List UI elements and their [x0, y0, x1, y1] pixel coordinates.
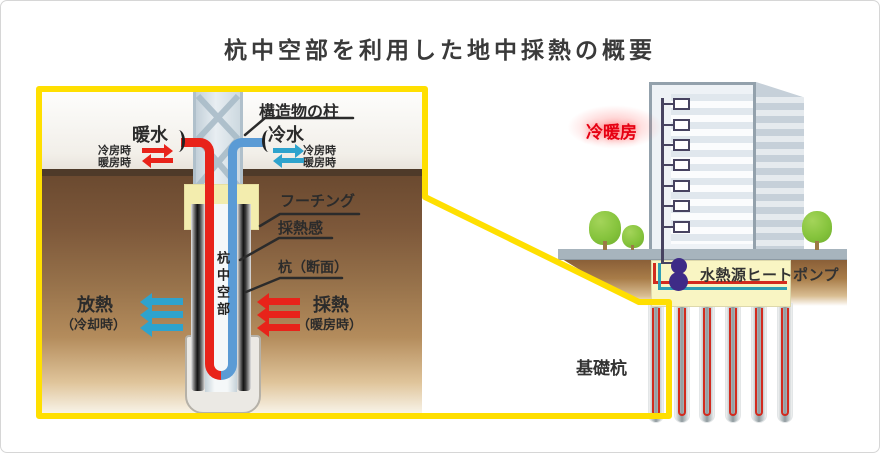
fan-coil-unit	[673, 221, 690, 233]
warm-pipe-bracket-icon	[172, 130, 185, 152]
warm-flow-arrow-left	[151, 158, 173, 163]
cold-flow-arrow-left	[282, 158, 304, 163]
branch-pipe	[663, 185, 673, 187]
foundation-pile	[725, 303, 741, 423]
branch-pipe	[663, 124, 673, 126]
warm-manifold-pipe	[653, 281, 787, 284]
heat-pump-icon	[671, 258, 687, 274]
foundation-pile	[648, 303, 664, 423]
tree-trunk-icon	[603, 241, 607, 250]
heat-release-arrow-2	[152, 311, 183, 318]
structure-column-label: 構造物の柱	[259, 102, 340, 121]
heat-release-arrow-3	[152, 324, 183, 331]
cold-flow-arrow-right	[273, 148, 295, 153]
pile-heat-pipe-icon	[781, 308, 789, 416]
heat-collection-pipe-label: 採熱感	[278, 219, 324, 237]
heat-pump-label: 水熱源ヒートポンプ	[700, 266, 840, 284]
heat-collect-mode: （暖房時）	[297, 318, 363, 333]
fan-coil-unit	[673, 119, 690, 131]
branch-pipe	[663, 164, 673, 166]
heat-collect-arrow-2	[269, 311, 300, 318]
pile-heat-pipe-icon	[729, 308, 737, 416]
tree-icon	[802, 211, 832, 243]
tree-trunk-icon	[631, 245, 634, 250]
pile-heat-pipe-icon	[703, 308, 711, 416]
cold-manifold-pipe	[658, 287, 787, 290]
pile-heat-pipe-icon	[652, 308, 660, 416]
warm-water-pipe	[181, 138, 214, 350]
heating-label-right: 暖房時	[303, 156, 336, 169]
branch-pipe	[663, 144, 673, 146]
heat-release-arrow-1	[152, 298, 183, 305]
foundation-pile	[751, 303, 767, 423]
heat-pump-icon	[669, 272, 688, 291]
warm-water-label: 暖水	[132, 125, 168, 146]
branch-pipe	[663, 205, 673, 207]
fan-coil-unit	[673, 180, 690, 192]
branch-pipe	[663, 103, 673, 105]
fan-coil-unit	[673, 159, 690, 171]
tree-icon	[589, 211, 621, 245]
branch-pipe	[663, 226, 673, 228]
building-side-windows	[756, 97, 804, 247]
foundation-pile-label: 基礎杭	[576, 359, 627, 379]
footing-label: フーチング	[280, 192, 356, 210]
foundation-pile	[674, 303, 690, 423]
pile-section-label: 杭（断面）	[278, 260, 348, 276]
ground-band	[558, 249, 847, 260]
page-title: 杭中空部を利用した地中採熱の概要	[224, 38, 656, 64]
heat-collect-arrow-3	[269, 324, 300, 331]
heating-label-left: 暖房時	[98, 156, 131, 169]
cold-feeder-pipe	[658, 263, 661, 289]
pile-heat-pipe-icon	[678, 308, 686, 416]
fan-coil-unit	[673, 200, 690, 212]
hvac-label: 冷暖房	[586, 123, 637, 143]
heat-collect-arrow-1	[269, 298, 300, 305]
foundation-pile	[777, 303, 793, 423]
heat-release-mode: （冷却時）	[61, 318, 127, 333]
pile-heat-pipe-icon	[755, 308, 763, 416]
fan-coil-unit	[673, 98, 690, 110]
pile-hollow-label: 杭中空部	[214, 251, 229, 319]
tree-trunk-icon	[815, 241, 819, 250]
fan-coil-unit	[673, 139, 690, 151]
foundation-pile	[699, 303, 715, 423]
warm-feeder-pipe	[653, 263, 656, 283]
warm-flow-arrow-right	[142, 148, 164, 153]
